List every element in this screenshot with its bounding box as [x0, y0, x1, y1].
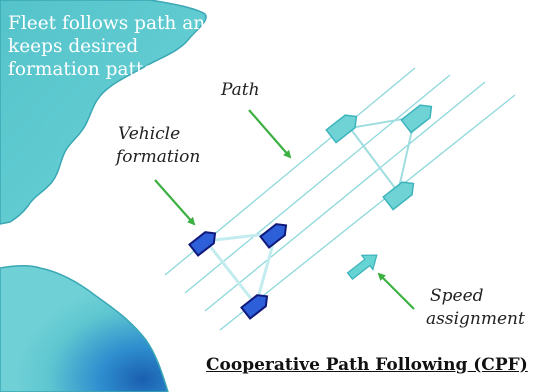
pointer-arrows [154, 109, 415, 310]
vehicle-large [400, 104, 433, 134]
caption-line: keeps desired [8, 36, 139, 57]
large-formation-links [349, 116, 416, 193]
path-pointer-arrow [248, 109, 292, 159]
bottom-land [0, 264, 169, 392]
path-line [184, 74, 451, 294]
vehicle-pointer-arrow [154, 179, 196, 226]
vehicle-formation-label-line2: formation [116, 147, 201, 167]
path-line [219, 94, 516, 331]
vehicle-large [382, 181, 415, 211]
vehicle-small [259, 223, 288, 249]
vehicle-small [240, 294, 269, 320]
speed-assignment-label-line2: assignment [426, 309, 525, 329]
caption: Fleet follows path and keeps desired for… [8, 12, 233, 81]
diagram-title: Cooperative Path Following (CPF) [206, 355, 528, 375]
caption-line: Fleet follows path and [8, 13, 218, 34]
caption-line: formation pattern [8, 59, 176, 80]
vehicle-small [188, 231, 217, 257]
vehicle-formation-label-line1: Vehicle [118, 124, 181, 144]
large-vehicles [325, 104, 433, 211]
vehicle-large [325, 114, 358, 144]
speed-arrow [346, 254, 378, 280]
speed-assignment-label-line1: Speed [430, 286, 484, 306]
small-vehicles [188, 223, 288, 320]
path-line [204, 81, 486, 312]
top-land [0, 0, 207, 225]
path-label: Path [221, 80, 260, 100]
speed-pointer-arrow [377, 272, 415, 310]
